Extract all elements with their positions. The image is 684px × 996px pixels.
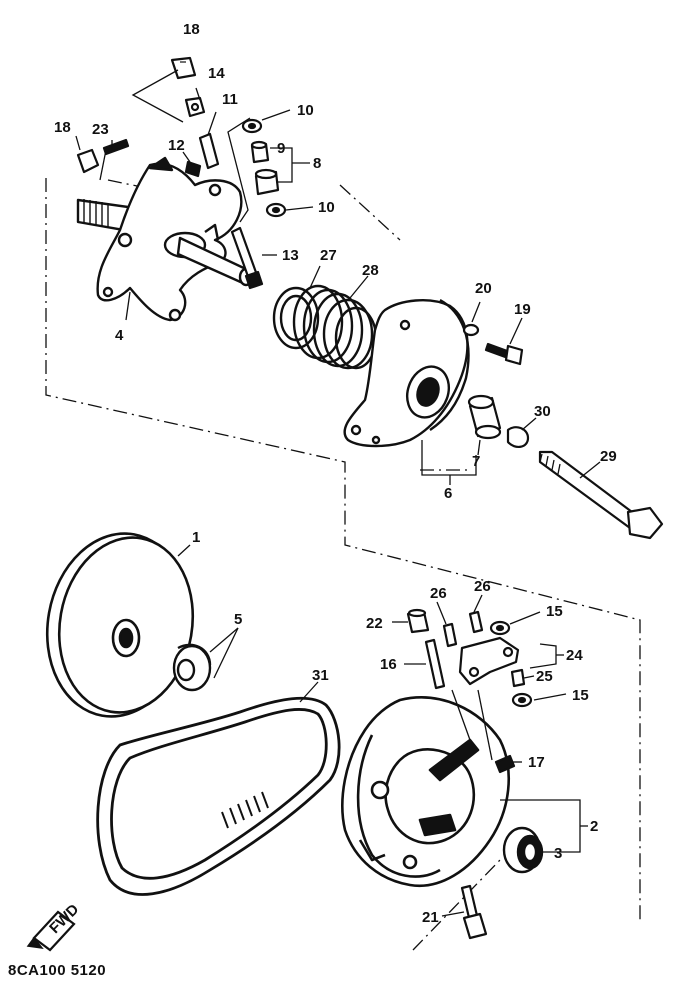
callout-30: 30: [534, 403, 551, 420]
callout-27: 27: [320, 247, 337, 264]
callout-24: 24: [566, 647, 583, 664]
callout-13: 13: [282, 247, 299, 264]
callout-25: 25: [536, 668, 553, 685]
callout-28: 28: [362, 262, 379, 279]
spider-assembly-part-4: [76, 156, 254, 322]
callout-15-top: 15: [546, 603, 563, 620]
callout-4: 4: [115, 327, 124, 344]
callout-2: 2: [590, 818, 598, 835]
callout-10-bottom: 10: [318, 199, 335, 216]
hardware-mid-right: [462, 323, 664, 540]
callout-19: 19: [514, 301, 531, 318]
spring-and-washer-parts-27-28: [272, 265, 378, 370]
callout-5: 5: [234, 611, 242, 628]
leader-lines-upper-left: [75, 69, 314, 321]
callout-6: 6: [444, 485, 452, 502]
bushing-part-3: [502, 826, 544, 874]
leader-lines-mid: [421, 301, 601, 485]
callout-26-left: 26: [430, 585, 447, 602]
hardware-lower-right: [406, 608, 533, 940]
callout-7: 7: [472, 453, 480, 470]
sheave-part-1: [45, 532, 195, 718]
callout-10-top: 10: [297, 102, 314, 119]
leader-lines-lower-right: [392, 594, 588, 917]
secondary-sheave-part-2: [341, 696, 510, 888]
callout-8: 8: [313, 155, 321, 172]
callout-12: 12: [168, 137, 185, 154]
bushing-part-5: [172, 627, 239, 692]
callout-21: 21: [422, 909, 439, 926]
part-callouts: 18 14 11 10 9 8 18 23 12 10 13 27 28 4 2…: [54, 21, 617, 926]
callout-11: 11: [222, 91, 238, 108]
callout-16: 16: [380, 656, 397, 673]
callout-22: 22: [366, 615, 383, 632]
callout-18-left: 18: [54, 119, 71, 136]
callout-20: 20: [475, 280, 492, 297]
callout-17: 17: [528, 754, 545, 771]
hardware-upper-left: [76, 56, 287, 290]
callout-1: 1: [192, 529, 200, 546]
callout-9: 9: [277, 140, 285, 157]
callout-23: 23: [92, 121, 109, 138]
callout-14: 14: [208, 65, 225, 82]
callout-3: 3: [554, 845, 562, 862]
drive-belt-part-31: [96, 681, 341, 896]
callout-29: 29: [600, 448, 617, 465]
callout-26-right: 26: [474, 578, 491, 595]
forward-direction-arrow-icon: FWD: [26, 901, 83, 952]
callout-18-top: 18: [183, 21, 200, 38]
callout-31: 31: [312, 667, 329, 684]
cover-part-6: [343, 298, 470, 448]
drawing-code: 8CA100 5120: [8, 962, 107, 979]
callout-15-bottom: 15: [572, 687, 589, 704]
